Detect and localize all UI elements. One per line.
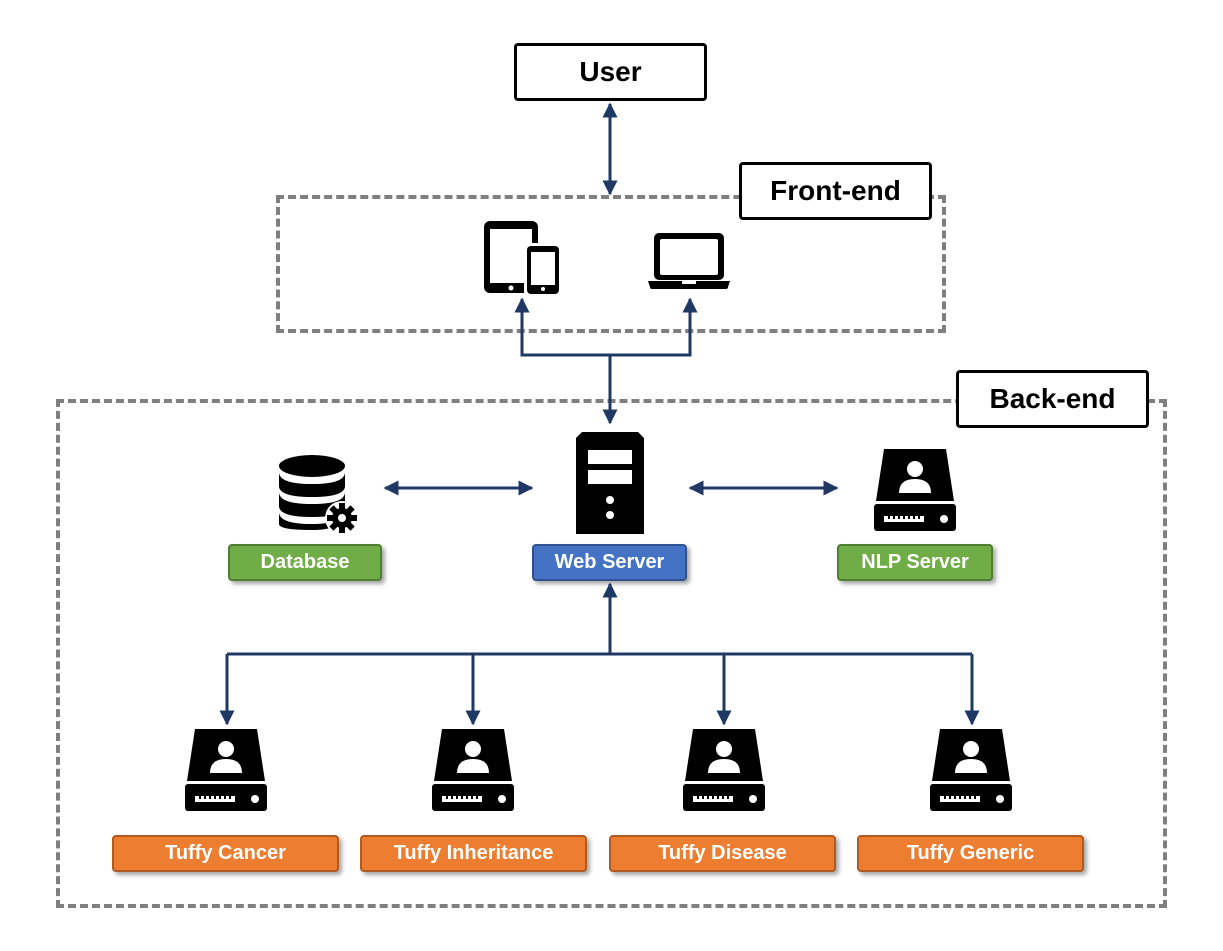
frontend-split [520, 300, 692, 357]
user-box: User [514, 43, 707, 101]
tuffy-inheritance-drive-icon [432, 729, 514, 811]
laptop-icon [648, 233, 730, 289]
nlp-server-label: NLP Server [837, 544, 993, 581]
tuffy-generic-drive-icon [930, 729, 1012, 811]
backend-label: Back-end [956, 370, 1149, 428]
tuffy-cancer-label: Tuffy Cancer [112, 835, 339, 872]
web-server-label: Web Server [532, 544, 687, 581]
tuffy-disease-drive-icon [683, 729, 765, 811]
nlp-server-drive-icon [874, 449, 956, 531]
database-label: Database [228, 544, 382, 581]
frontend-label: Front-end [739, 162, 932, 220]
tablet-phone-icon [484, 221, 562, 297]
tuffy-disease-label: Tuffy Disease [609, 835, 836, 872]
database-gear-icon [279, 455, 359, 534]
frontend-region [276, 195, 946, 333]
tuffy-generic-label: Tuffy Generic [857, 835, 1084, 872]
tuffy-inheritance-label: Tuffy Inheritance [360, 835, 587, 872]
tuffy-cancer-drive-icon [185, 729, 267, 811]
server-tower-icon [576, 432, 644, 534]
